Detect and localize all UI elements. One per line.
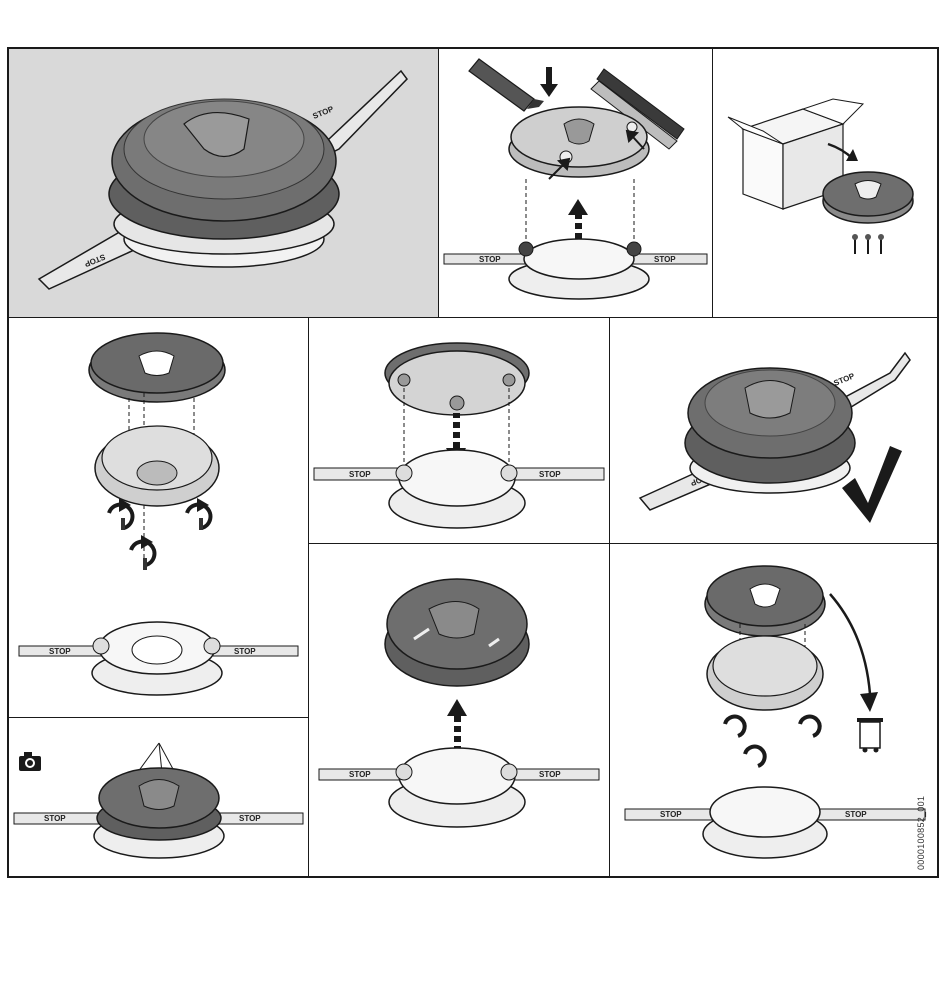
frame-bottom [7,876,939,878]
document-id-code: 0000100852_001 [916,796,926,870]
frame-right [937,47,939,878]
blade-label-left: STOP [349,470,371,479]
blade-label-right: STOP [845,810,867,819]
blade-label-left: STOP [49,647,71,656]
blade-label-left: STOP [660,810,682,819]
screw-icon [852,234,884,254]
camera-icon [19,752,41,771]
panel-remove-cap: STOP STOP [309,544,609,876]
panel-new-part-from-box [713,49,937,317]
panel-dispose-old-part: STOP STOP [610,544,937,876]
blade-label-right: STOP [539,770,561,779]
blade-label-right: STOP [539,470,561,479]
blade-label-left: STOP [349,770,371,779]
arrow-down-icon [540,67,558,97]
blade-without-cover: STOP STOP [19,622,298,695]
blade-label-right: STOP [239,814,261,823]
panel-overview: STOP STOP [9,49,438,317]
panel-mount-cover-onto-blade: STOP STOP [309,318,609,543]
blade-label-top: STOP [311,104,335,121]
check-mark-icon [842,446,902,523]
trimmer-head-icon: STOP STOP [9,49,438,317]
panel-unscrew-and-remove-cover: STOP STOP [9,318,308,717]
rotate-arrow-icon [725,717,820,766]
panel-clean-and-lubricate: STOP STOP [439,49,712,317]
blade-label-left: STOP [44,814,66,823]
spray-nozzle-icon [469,59,534,111]
blade-label-right: STOP [654,255,676,264]
trash-bin-icon [857,718,883,753]
blade-label-right: STOP [234,647,256,656]
blade-label-left: STOP [479,255,501,264]
panel-inspect-markings: STOP STOP [9,718,308,876]
rotate-arrow-icon [109,498,210,565]
arrow-up-icon [447,699,467,754]
panel-correct-result: STOP STOP [610,318,937,543]
